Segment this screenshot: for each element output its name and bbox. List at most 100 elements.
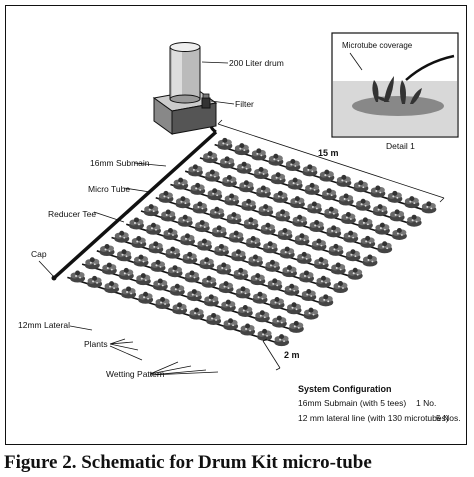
plant-icon: [257, 328, 273, 341]
drip-kit-schematic: 200 Liter drum Filter 16mm Submain Micro…: [18, 32, 461, 423]
plant-icon: [184, 270, 200, 283]
plant-icon: [223, 318, 239, 331]
plant-icon: [345, 249, 361, 262]
plant-icon: [303, 307, 319, 320]
plant-icon: [271, 315, 287, 328]
plant-icon: [370, 185, 386, 198]
plant-icon: [251, 148, 267, 161]
detail-inset: [331, 32, 459, 138]
config-row1-qty: 1 No.: [416, 398, 436, 408]
plant-icon: [294, 233, 310, 246]
plant-icon: [319, 169, 335, 182]
plants-label: Plants: [84, 339, 108, 349]
plant-icon: [228, 230, 244, 243]
plant-icon: [70, 270, 86, 283]
plant-icon: [313, 257, 329, 270]
plant-icon: [145, 222, 161, 235]
system-configuration: System Configuration 16mm Submain (with …: [298, 384, 461, 423]
plant-icon: [101, 262, 117, 275]
plant-icon: [226, 212, 242, 225]
plant-icon: [199, 257, 215, 270]
plant-icon: [143, 204, 159, 217]
detail-label: Detail 1: [386, 141, 415, 151]
plant-icon: [404, 196, 420, 209]
plant-icon: [296, 251, 312, 264]
plant-icon: [133, 254, 149, 267]
plant-icon: [274, 334, 290, 347]
plant-icon: [204, 169, 220, 182]
plant-icon: [284, 283, 300, 296]
config-row2-item: 12 mm lateral line (with 130 microtubes): [298, 413, 449, 423]
plant-icon: [306, 201, 322, 214]
plant-icon: [328, 243, 344, 256]
submain-label: 16mm Submain: [90, 158, 150, 168]
figure-caption: Figure 2. Schematic for Drum Kit micro-t…: [4, 452, 372, 473]
plant-icon: [131, 236, 147, 249]
plant-icon: [253, 166, 269, 179]
plant-icon: [343, 230, 359, 243]
microtube-coverage-label: Microtube coverage: [342, 41, 413, 50]
plant-icon: [201, 275, 217, 288]
plant-icon: [150, 259, 166, 272]
plant-icon: [187, 164, 203, 177]
plant-icon: [148, 241, 164, 254]
lateral-label: 12mm Lateral: [18, 320, 70, 330]
plant-icon: [236, 161, 252, 174]
plant-icon: [262, 241, 278, 254]
plant-icon: [377, 241, 393, 254]
plant-icon: [406, 214, 422, 227]
plant-icon: [152, 278, 168, 291]
config-title: System Configuration: [298, 384, 392, 394]
plant-icon: [138, 291, 154, 304]
plant-icon: [116, 249, 132, 262]
plant-icon: [260, 222, 276, 235]
plant-icon: [206, 312, 222, 325]
plant-icon: [104, 281, 120, 294]
plant-icon: [162, 228, 178, 241]
plant-icon: [194, 220, 210, 233]
plant-icon: [323, 206, 339, 219]
plant-icon: [340, 212, 356, 225]
plant-icon: [387, 190, 403, 203]
plant-icon: [268, 153, 284, 166]
plant-icon: [321, 188, 337, 201]
plant-icon: [238, 180, 254, 193]
plant-icon: [217, 137, 233, 150]
plant-icon: [219, 156, 235, 169]
plant-icon: [421, 201, 437, 214]
plant-icon: [233, 267, 249, 280]
plant-icon: [360, 235, 376, 248]
plant-icon: [99, 243, 115, 256]
plant-icon: [237, 304, 253, 317]
plant-icon: [258, 204, 274, 217]
plant-icon: [220, 299, 236, 312]
plant-icon: [301, 289, 317, 302]
figure-frame: 200 Liter drum Filter 16mm Submain Micro…: [5, 5, 467, 445]
plant-icon: [362, 254, 378, 267]
plant-icon: [196, 238, 212, 251]
config-row2-qty: 5 Nos.: [436, 413, 461, 423]
plant-icon: [175, 196, 191, 209]
plant-icon: [216, 262, 232, 275]
plant-icon: [192, 201, 208, 214]
submain-pipe: [52, 130, 218, 280]
plant-icon: [330, 262, 346, 275]
plant-icon: [128, 217, 144, 230]
plant-icon: [289, 196, 305, 209]
plant-icon: [135, 273, 151, 286]
plant-icon: [311, 238, 327, 251]
plant-icon: [281, 265, 297, 278]
plant-icon: [374, 222, 390, 235]
plant-icon: [298, 270, 314, 283]
cap-label: Cap: [31, 249, 47, 259]
plant-icon: [243, 217, 259, 230]
plant-icon: [203, 294, 219, 307]
plant-icon: [202, 151, 218, 164]
plant-icon: [211, 225, 227, 238]
plant-icon: [186, 289, 202, 302]
plant-icon: [182, 251, 198, 264]
plant-icon: [235, 286, 251, 299]
plant-icon: [218, 281, 234, 294]
plant-icon: [372, 204, 388, 217]
plant-icon: [190, 182, 206, 195]
